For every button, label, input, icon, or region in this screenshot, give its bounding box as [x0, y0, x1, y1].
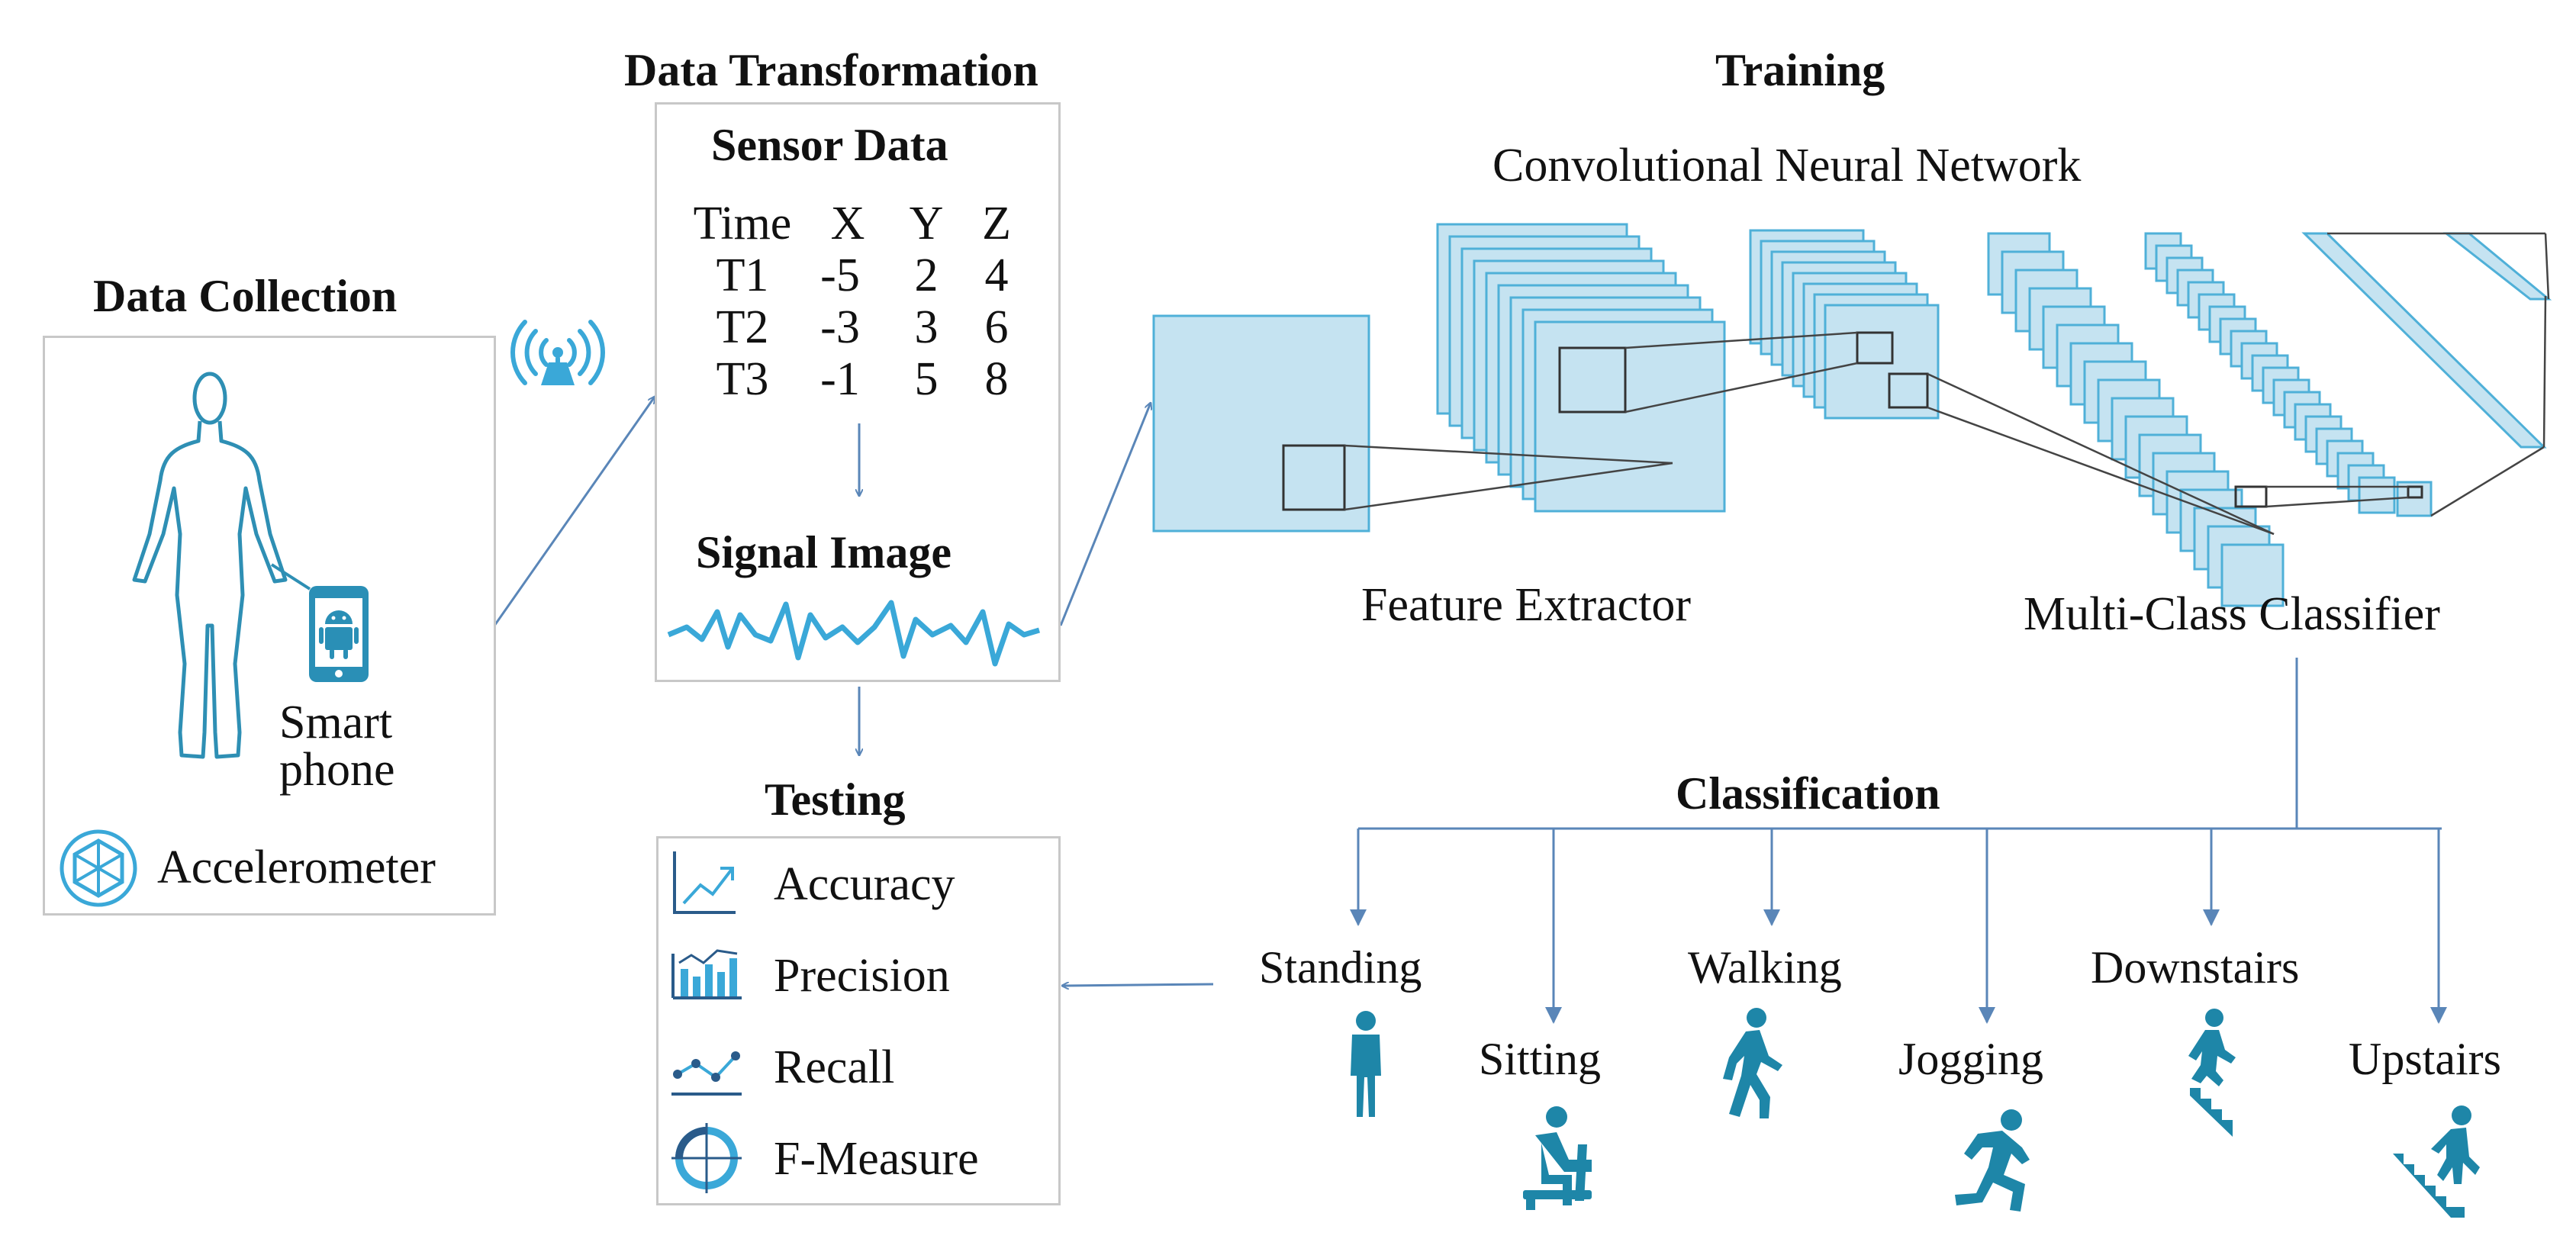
cnn-conv-stack-1 — [1436, 223, 1726, 513]
activity-sitting: Sitting — [1479, 1034, 1602, 1084]
accuracy-icon — [673, 851, 736, 914]
table-cell: -5 — [820, 249, 860, 301]
table-cell: -1 — [820, 353, 860, 405]
data-transformation-panel — [655, 102, 1061, 682]
jogging-icon — [1955, 1109, 2030, 1212]
smartphone-label-line2: phone — [279, 744, 395, 796]
walking-icon — [1723, 1008, 1782, 1118]
metric-f-measure: F-Measure — [774, 1133, 979, 1185]
training-title: Training — [1715, 45, 1885, 95]
table-header-z: Z — [982, 198, 1011, 249]
table-header-time: Time — [693, 198, 792, 249]
classification-title: Classification — [1676, 768, 1940, 819]
table-cell: T1 — [716, 249, 769, 301]
table-cell: -3 — [820, 301, 860, 353]
cnn-connection-lines — [1344, 232, 2550, 536]
recall-icon — [671, 1051, 742, 1096]
cnn-dense-layers — [2301, 232, 2552, 449]
signal-waveform — [667, 600, 1041, 667]
table-header-x: X — [830, 198, 865, 249]
classification-tree — [1350, 658, 2447, 1024]
feature-extractor-label: Feature Extractor — [1361, 579, 1692, 631]
smartphone-label-line1: Smart — [279, 697, 393, 748]
f-measure-icon — [671, 1123, 742, 1193]
downstairs-icon — [2188, 1009, 2236, 1137]
table-cell: T2 — [716, 301, 769, 353]
multi-class-classifier-label: Multi-Class Classifier — [2024, 588, 2440, 640]
data-collection-title: Data Collection — [93, 271, 398, 321]
data-transformation-title: Data Transformation — [624, 45, 1038, 95]
cnn-conv-stack-2 — [1749, 229, 1940, 420]
standing-icon — [1351, 1011, 1381, 1117]
data-collection-panel — [43, 336, 496, 916]
human-figure-icon — [132, 372, 311, 759]
arrow-transformation-to-training — [1059, 403, 1151, 626]
sensor-data-title: Sensor Data — [711, 120, 948, 170]
arrow-collection-to-transformation — [493, 397, 655, 626]
table-cell: 4 — [984, 249, 1009, 301]
metric-accuracy: Accuracy — [774, 858, 955, 910]
smartphone-icon — [309, 586, 369, 682]
accelerometer-label: Accelerometer — [157, 842, 436, 893]
testing-panel — [656, 836, 1061, 1205]
precision-icon — [671, 949, 742, 999]
sitting-icon — [1523, 1106, 1592, 1210]
upstairs-icon — [2393, 1105, 2480, 1218]
metric-precision: Precision — [774, 950, 950, 1002]
activity-walking: Walking — [1688, 942, 1842, 993]
arrow-classification-to-testing — [1062, 984, 1214, 986]
table-cell: T3 — [716, 353, 769, 405]
cnn-input-layer — [1152, 314, 1370, 533]
table-cell: 2 — [914, 249, 939, 301]
accelerometer-icon — [60, 829, 137, 907]
activity-standing: Standing — [1259, 942, 1422, 993]
table-header-y: Y — [909, 198, 944, 249]
table-cell: 6 — [984, 301, 1009, 353]
android-icon — [319, 610, 359, 659]
table-cell: 3 — [914, 301, 939, 353]
flow-arrows — [493, 397, 1214, 986]
table-cell: 5 — [914, 353, 939, 405]
testing-title: Testing — [765, 774, 906, 825]
activity-jogging: Jogging — [1898, 1034, 2044, 1084]
activity-upstairs: Upstairs — [2349, 1034, 2501, 1084]
signal-image-title: Signal Image — [696, 527, 952, 578]
metric-recall: Recall — [774, 1041, 895, 1093]
activity-downstairs: Downstairs — [2091, 942, 2300, 993]
cnn-conv-stack-4 — [2144, 232, 2433, 517]
table-cell: 8 — [984, 353, 1009, 405]
wireless-signal-icon — [510, 320, 605, 385]
cnn-conv-stack-3 — [1987, 232, 2285, 607]
cnn-title: Convolutional Neural Network — [1492, 140, 2082, 191]
